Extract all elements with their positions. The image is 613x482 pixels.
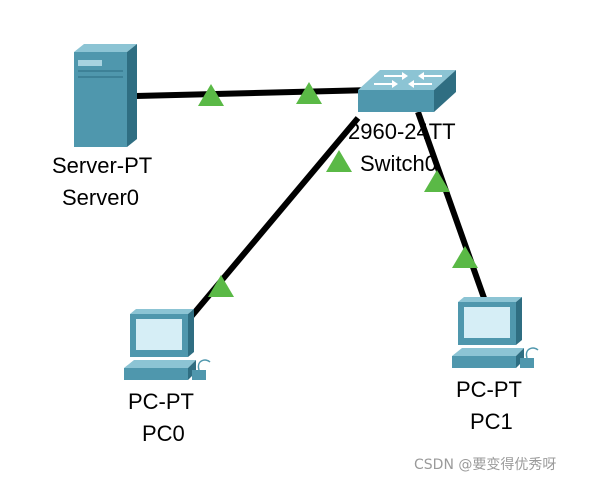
pc0-name-label: PC0 — [142, 421, 185, 446]
pc1-name-label: PC1 — [470, 409, 513, 434]
pc-icon[interactable] — [452, 297, 539, 368]
switch-icon[interactable] — [358, 70, 456, 112]
server-model-label: Server-PT — [52, 153, 153, 178]
link-up-indicator — [452, 246, 478, 268]
link-up-indicator — [424, 170, 450, 192]
server-name-label: Server0 — [62, 185, 140, 210]
pc1-model-label: PC-PT — [456, 377, 522, 402]
link-indicators — [198, 82, 478, 297]
switch-model-label: 2960-24TT — [348, 119, 456, 144]
watermark: CSDN @要变得优秀呀 — [414, 457, 557, 473]
server-icon[interactable] — [74, 44, 137, 147]
link-up-indicator — [296, 82, 322, 104]
pc0-model-label: PC-PT — [128, 389, 194, 414]
link-server-switch[interactable] — [135, 87, 373, 99]
link-up-indicator — [198, 84, 224, 106]
switch-name-label: Switch0 — [360, 151, 438, 176]
link-up-indicator — [208, 275, 234, 297]
link-up-indicator — [326, 150, 352, 172]
pc-icon[interactable] — [124, 309, 211, 380]
